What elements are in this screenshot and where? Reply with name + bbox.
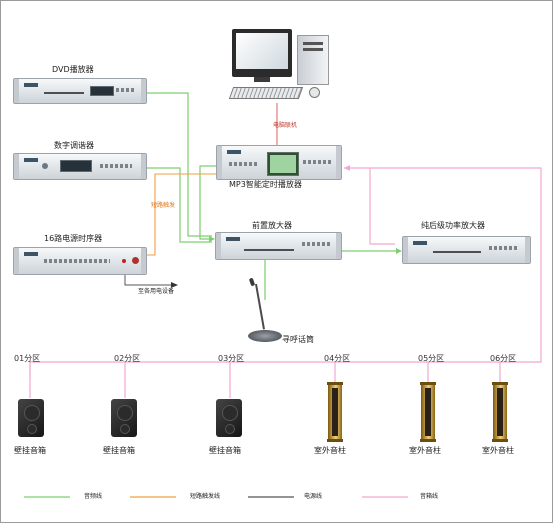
digital-tuner bbox=[13, 153, 147, 180]
power-amplifier bbox=[402, 236, 531, 264]
trigger-line bbox=[145, 173, 216, 256]
preamplifier bbox=[215, 232, 342, 260]
mic-label: 寻呼话筒 bbox=[282, 335, 314, 344]
mp3-label: MP3智能定时播放器 bbox=[229, 180, 302, 189]
legend-speaker: 音箱线 bbox=[420, 493, 439, 500]
wall-speaker-icon bbox=[111, 399, 137, 437]
wall-speaker-icon bbox=[216, 399, 242, 437]
computer-link-label: 电脑联机 bbox=[273, 122, 298, 129]
speaker-label-5: 室外音柱 bbox=[409, 446, 441, 455]
mouse-icon bbox=[309, 87, 320, 98]
speaker-label-6: 室外音柱 bbox=[482, 446, 514, 455]
power-sequencer bbox=[13, 247, 147, 275]
arrow-power bbox=[171, 282, 178, 288]
preamp-label: 前置放大器 bbox=[252, 221, 292, 230]
zone-label-2: 02分区 bbox=[114, 354, 141, 363]
outdoor-column-speaker-icon bbox=[420, 382, 436, 442]
legend-trigger: 短路触发线 bbox=[190, 493, 221, 500]
sequencer-label: 16路电源时序器 bbox=[44, 234, 103, 243]
arrow-post bbox=[396, 248, 402, 254]
speaker-label-1: 壁挂音箱 bbox=[14, 446, 46, 455]
paging-microphone-icon bbox=[246, 277, 286, 348]
speaker-label-3: 壁挂音箱 bbox=[209, 446, 241, 455]
mp3-timer-player bbox=[216, 145, 342, 180]
zone-label-1: 01分区 bbox=[14, 354, 41, 363]
speaker-label-4: 室外音柱 bbox=[314, 446, 346, 455]
zone-label-5: 05分区 bbox=[418, 354, 445, 363]
tuner-label: 数字调谐器 bbox=[54, 141, 94, 150]
power-out-label: 至各用电设备 bbox=[138, 288, 175, 295]
outdoor-column-speaker-icon bbox=[492, 382, 508, 442]
outdoor-column-speaker-icon bbox=[327, 382, 343, 442]
lcd-screen bbox=[267, 152, 299, 176]
trigger-label: 短路触发 bbox=[151, 202, 176, 209]
zone-label-4: 04分区 bbox=[324, 354, 351, 363]
wall-speaker-icon bbox=[18, 399, 44, 437]
audio-tuner bbox=[145, 167, 212, 243]
dvd-player bbox=[13, 78, 147, 104]
legend-power: 电源线 bbox=[304, 493, 323, 500]
tower-icon bbox=[297, 35, 329, 85]
legend-audio: 音频线 bbox=[84, 493, 103, 500]
zone-label-6: 06分区 bbox=[490, 354, 517, 363]
keyboard-icon bbox=[228, 87, 304, 99]
zone-label-3: 03分区 bbox=[218, 354, 245, 363]
audio-mp3 bbox=[199, 165, 216, 240]
arrow-to-mp3 bbox=[344, 165, 350, 171]
poweramp-label: 纯后级功率放大器 bbox=[421, 221, 485, 230]
arrow-pre bbox=[209, 236, 215, 242]
computer bbox=[225, 27, 335, 99]
monitor-icon bbox=[232, 29, 292, 82]
dvd-label: DVD播放器 bbox=[52, 65, 94, 74]
speaker-label-2: 壁挂音箱 bbox=[103, 446, 135, 455]
